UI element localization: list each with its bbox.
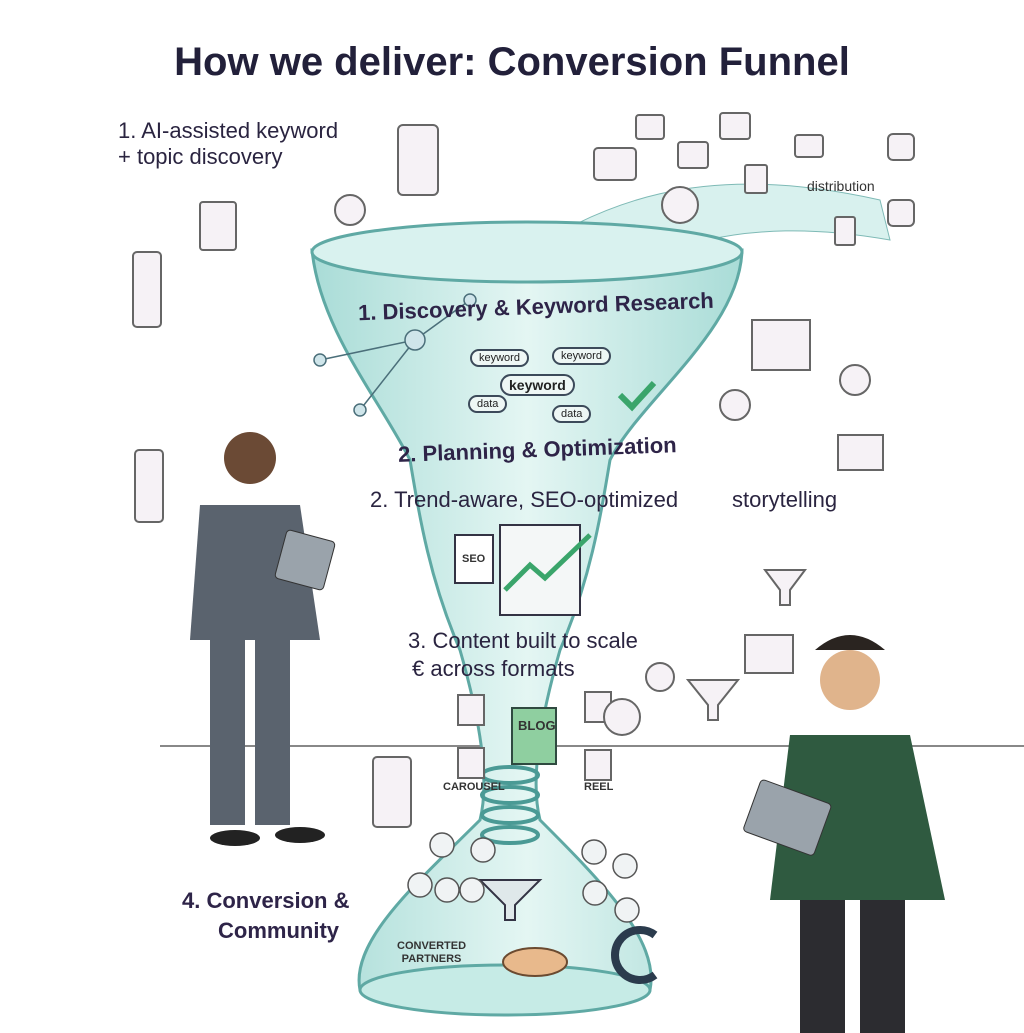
seo-label: SEO bbox=[462, 553, 486, 565]
presenter-left bbox=[190, 432, 336, 846]
note-storytelling: storytelling bbox=[732, 487, 838, 512]
carousel-label: CAROUSEL bbox=[443, 781, 505, 793]
handshake-icon bbox=[502, 947, 568, 977]
keyword-tag: keyword bbox=[470, 349, 529, 367]
network-graph bbox=[313, 293, 477, 417]
funnel-icon bbox=[477, 879, 543, 921]
keyword-tag: keyword bbox=[552, 347, 611, 365]
keyword-tag-main: keyword bbox=[500, 374, 575, 396]
converted-partners-label: CONVERTED PARTNERS bbox=[397, 940, 467, 966]
brand-logo bbox=[611, 926, 658, 984]
note-conversion-1: 4. Conversion & bbox=[182, 888, 350, 913]
note-content-2: € across formats bbox=[412, 656, 575, 681]
presenter-right bbox=[743, 635, 945, 1033]
decorative-icons bbox=[132, 112, 915, 828]
blog-label: BLOG bbox=[518, 718, 556, 733]
note-distribution: distribution bbox=[807, 178, 875, 194]
data-tag: data bbox=[552, 405, 592, 423]
checkmark-icon bbox=[617, 380, 657, 412]
page-title: How we deliver: Conversion Funnel bbox=[174, 40, 850, 84]
note-trend: 2. Trend-aware, SEO-optimized bbox=[370, 487, 679, 512]
data-tag: data bbox=[468, 395, 508, 413]
blog-book-icon bbox=[511, 707, 557, 765]
note-discovery: 1. AI-assisted keyword + topic discovery bbox=[118, 118, 339, 170]
reel-label: REEL bbox=[584, 781, 614, 793]
seo-document-icon bbox=[499, 524, 581, 616]
funnel-rim bbox=[310, 220, 744, 284]
note-content-1: 3. Content built to scale bbox=[408, 628, 638, 653]
community-avatars bbox=[407, 832, 640, 923]
funnel-base bbox=[358, 963, 652, 1017]
note-conversion-2: Community bbox=[218, 918, 339, 943]
seo-checklist-icon bbox=[454, 534, 494, 584]
